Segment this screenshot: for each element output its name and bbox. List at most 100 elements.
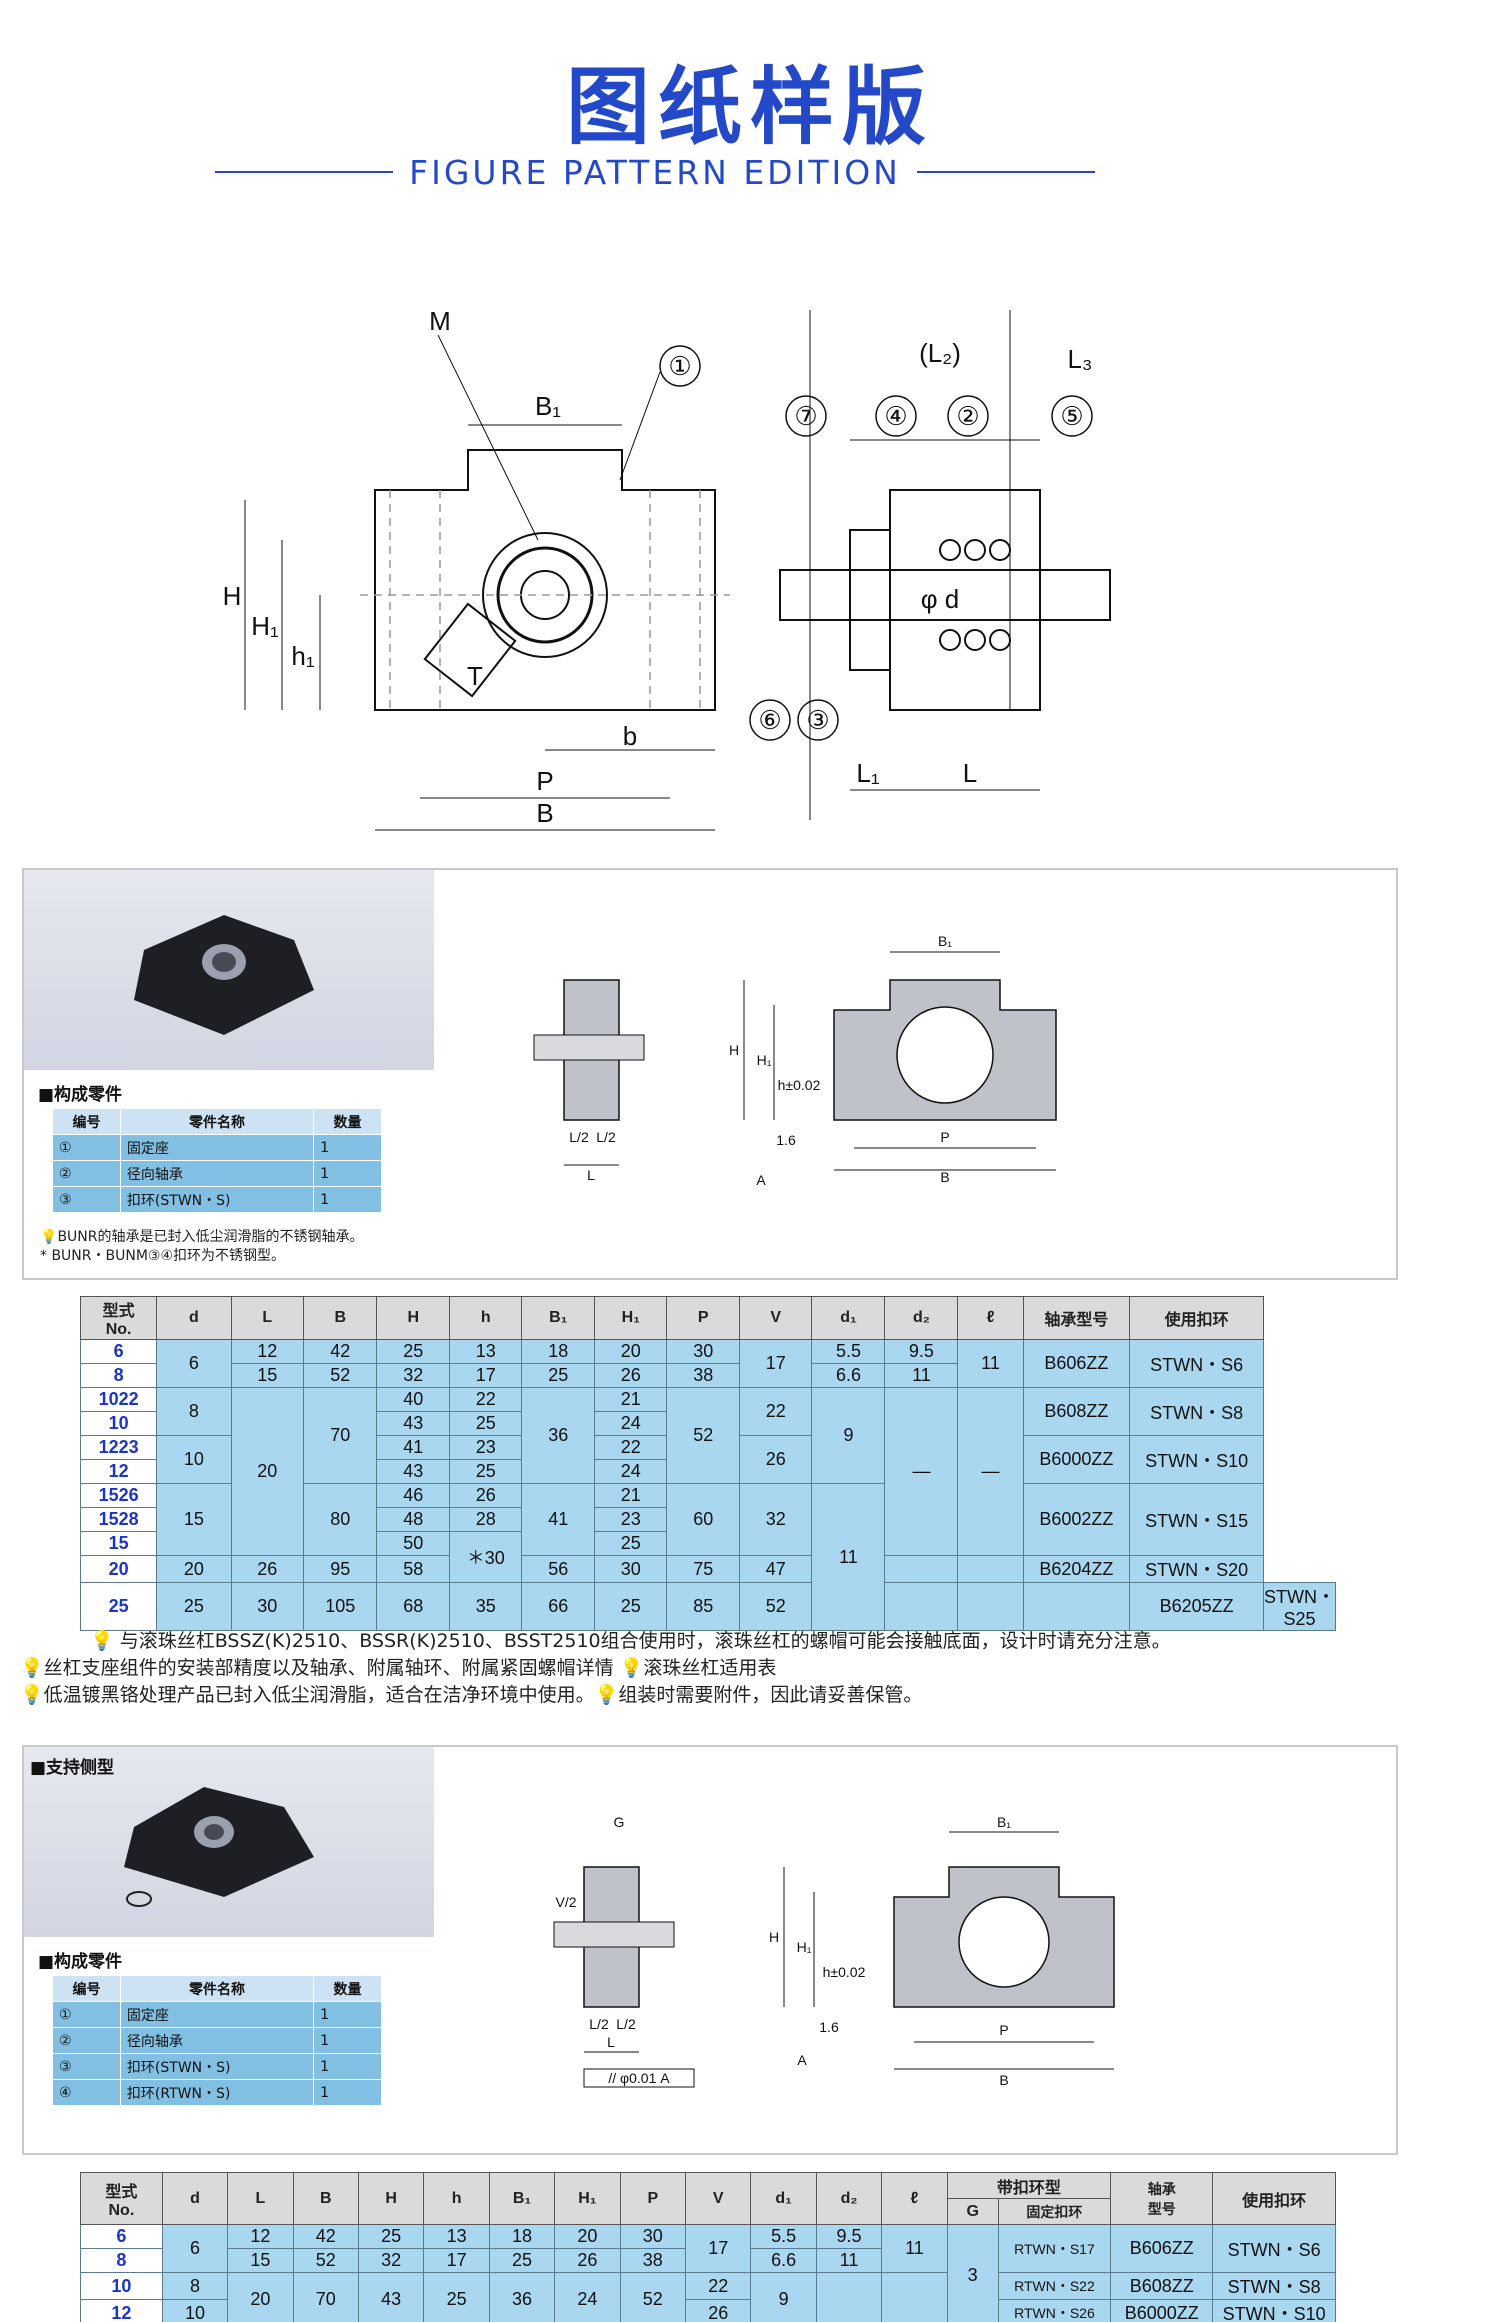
label-h: H xyxy=(769,1929,779,1945)
part-qty: 1 xyxy=(313,1134,382,1161)
parts-header-qty: 数量 xyxy=(313,1975,382,2002)
cell-l-small: 11 xyxy=(881,2224,948,2273)
cell-h: 48 xyxy=(376,1507,450,1532)
cell-d2: 11 xyxy=(884,1363,959,1388)
col-header-b1: B₁ xyxy=(488,2172,556,2225)
label-h-tolerance: h±0.02 xyxy=(778,1077,821,1093)
cell-b1: 18 xyxy=(521,1339,595,1364)
cell-d: 10 xyxy=(161,2299,229,2322)
cell-d: 6 xyxy=(156,1339,232,1388)
col-header-p: P xyxy=(619,2172,687,2225)
cell-d1: 6.6 xyxy=(811,1363,886,1388)
lightbulb-icon: 💡 xyxy=(20,1657,44,1679)
label-p: P xyxy=(940,1129,949,1145)
cell-l-small xyxy=(881,2272,948,2322)
cell-bearing: B608ZZ xyxy=(1110,2272,1214,2300)
cell-h1: 25 xyxy=(593,1582,668,1631)
cell-d1: 5.5 xyxy=(811,1339,886,1364)
part-name: 扣环(STWN・S) xyxy=(119,1186,315,1213)
label-h1-upper: H₁ xyxy=(251,611,279,641)
note-applicable-table: 滚珠丝杠适用表 xyxy=(643,1657,777,1679)
label-h1: H₁ xyxy=(797,1939,812,1955)
cell-h1: 20 xyxy=(593,1339,668,1364)
label-big-b: B xyxy=(536,798,553,828)
cell-fixed-ring: RTWN・S26 xyxy=(997,2299,1112,2322)
parts-table-support: 编号 零件名称 数量 ① 固定座 1 ② 径向轴承 1 ③ 扣环(STWN・S)… xyxy=(52,1975,382,2106)
cell-d: 6 xyxy=(161,2224,229,2273)
label-h1: H₁ xyxy=(757,1052,772,1068)
label-l2-b: L/2 xyxy=(616,2016,636,2032)
cell-b1: 25 xyxy=(521,1363,595,1388)
parts-row: ① 固定座 1 xyxy=(52,2001,382,2028)
note-ball-screw-combo: 与滚珠丝杠BSSZ(K)2510、BSSR(K)2510、BSST2510组合使… xyxy=(119,1630,1171,1652)
cell-h-small: 25 xyxy=(423,2272,490,2322)
col-header-ring-group: 带扣环型 xyxy=(946,2172,1112,2199)
model-no: 6 xyxy=(79,1339,158,1364)
cell-l: 20 xyxy=(230,1387,305,1556)
cell-p: 38 xyxy=(619,2248,687,2273)
cell-h1: 26 xyxy=(593,1363,668,1388)
cell-bearing: B606ZZ xyxy=(1022,1339,1131,1388)
cell-h: 58 xyxy=(376,1555,450,1583)
note-keep-accessories: 组装时需要附件，因此请妥善保管。 xyxy=(618,1684,923,1706)
col-header-h: H xyxy=(376,1296,450,1340)
cell-h: 41 xyxy=(376,1435,450,1460)
cell-h: 68 xyxy=(376,1582,450,1631)
cell-h1: 21 xyxy=(593,1483,668,1508)
part-no: ② xyxy=(52,2027,121,2054)
support-side-diagram: G V/2 H H₁ h±0.02 B₁ P B L/2 L/2 L A 1.6… xyxy=(553,1814,1115,2088)
part-qty: 1 xyxy=(313,2079,382,2106)
fixed-notes: 💡BUNR的轴承是已封入低尘润滑脂的不锈钢轴承。 * BUNR・BUNM③④扣环… xyxy=(40,1228,364,1266)
parts-row: ③ 扣环(STWN・S) 1 xyxy=(52,1186,382,1213)
model-no: 1022 xyxy=(79,1387,158,1412)
cell-v: 32 xyxy=(738,1483,813,1556)
cell-b1: 36 xyxy=(488,2272,556,2322)
label-m: M xyxy=(429,306,451,336)
cell-d2: — xyxy=(884,1387,959,1556)
cell-b: 105 xyxy=(303,1582,378,1631)
cell-d: 8 xyxy=(161,2272,229,2300)
label-l: L xyxy=(963,758,977,788)
support-side-panel: ■支持侧型 ■构成零件 编号 零件名称 数量 ① 固定座 1 ② 径向轴承 1 … xyxy=(22,1745,1398,2155)
label-h: H xyxy=(729,1042,739,1058)
cell-d: 8 xyxy=(156,1387,232,1436)
parts-header-name: 零件名称 xyxy=(119,1108,315,1135)
cell-d1: 9 xyxy=(811,1387,886,1484)
cell-d2: 11 xyxy=(815,2248,883,2273)
label-roughness: 1.6 xyxy=(819,2019,839,2035)
col-header-g: G xyxy=(946,2198,999,2225)
label-h: H xyxy=(223,581,242,611)
page-title: 图纸样版 xyxy=(565,58,934,156)
cell-v: 47 xyxy=(738,1555,813,1583)
cell-v: 17 xyxy=(684,2224,752,2273)
cell-b1: 41 xyxy=(521,1483,595,1556)
col-header-b: B xyxy=(303,1296,378,1340)
col-header-l-small: ℓ xyxy=(881,2172,948,2225)
cell-ring: STWN・S6 xyxy=(1129,1339,1264,1388)
label-b: B xyxy=(999,2072,1008,2088)
label-l: L xyxy=(607,2034,615,2050)
part-name: 径向轴承 xyxy=(119,1160,315,1187)
label-datum-a: A xyxy=(756,1172,766,1188)
col-header-b: B xyxy=(292,2172,359,2225)
cell-d2 xyxy=(957,1582,1024,1631)
model-no: 15 xyxy=(79,1531,158,1556)
cell-d: 20 xyxy=(156,1555,232,1583)
cell-bearing: B606ZZ xyxy=(1110,2224,1214,2273)
product-photo-fixed xyxy=(24,870,434,1070)
col-header-l: L xyxy=(227,2172,294,2225)
cell-h: 43 xyxy=(376,1459,450,1484)
cell-h: 43 xyxy=(376,1411,450,1436)
label-l2-a: L/2 xyxy=(569,1129,589,1145)
parts-header-no: 编号 xyxy=(52,1975,121,2002)
parts-table-fixed: 编号 零件名称 数量 ① 固定座 1 ② 径向轴承 1 ③ 扣环(STWN・S)… xyxy=(52,1108,382,1213)
callout-3: ③ xyxy=(806,705,829,735)
cell-p: 60 xyxy=(666,1483,740,1556)
col-header-h-small: h xyxy=(423,2172,490,2225)
cell-v: 26 xyxy=(738,1435,813,1484)
cell-h1: 20 xyxy=(554,2224,621,2249)
part-no: ① xyxy=(52,2001,121,2028)
cell-b: 95 xyxy=(303,1555,378,1583)
